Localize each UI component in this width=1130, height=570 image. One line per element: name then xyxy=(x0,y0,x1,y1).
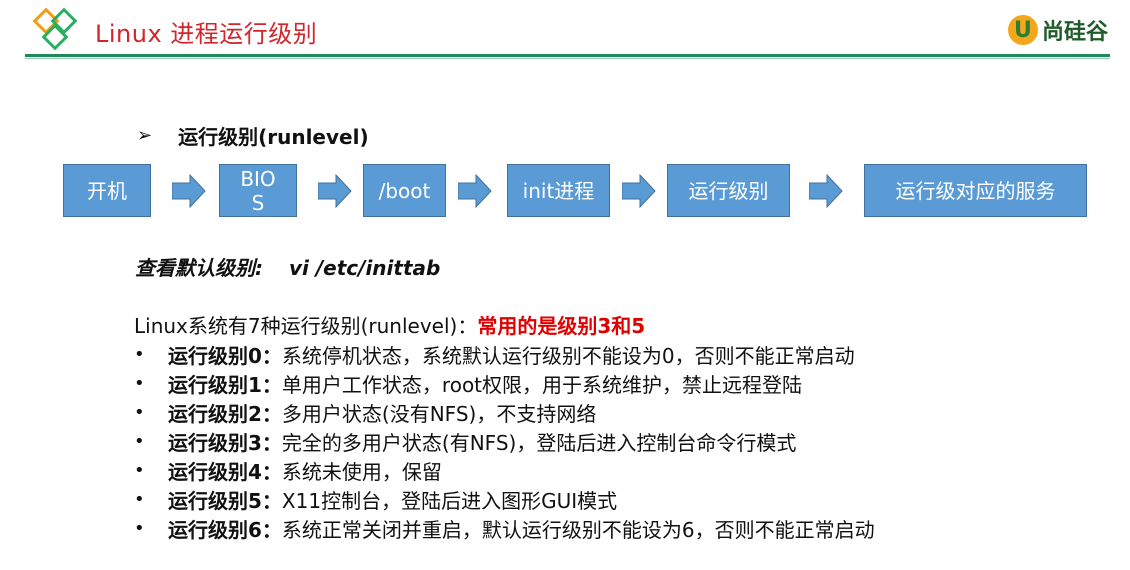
list-item: • 运行级别4：系统未使用，保留 xyxy=(134,456,875,485)
intro-text: Linux系统有7种运行级别(runlevel)： xyxy=(134,314,478,338)
view-default-label: 查看默认级别: xyxy=(135,256,263,280)
flow-step-boot-on: 开机 xyxy=(63,164,151,217)
level-desc: 系统未使用，保留 xyxy=(281,460,442,484)
brand-logo: U 尚硅谷 xyxy=(1007,14,1108,46)
flow-step-label: 运行级对应的服务 xyxy=(895,178,1056,203)
level-label: 运行级别5： xyxy=(168,489,282,513)
level-label: 运行级别2： xyxy=(168,402,282,426)
level-label: 运行级别0： xyxy=(168,344,282,368)
level-desc: 系统正常关闭并重启，默认运行级别不能设为6，否则不能正常启动 xyxy=(281,518,875,542)
intro-highlight: 常用的是级别3和5 xyxy=(477,314,646,338)
runlevel-intro: Linux系统有7种运行级别(runlevel)：常用的是级别3和5 xyxy=(134,310,645,339)
flow-step-init: init进程 xyxy=(507,164,610,217)
brand-mark-icon: U xyxy=(1007,15,1038,45)
flow-step-boot-dir: /boot xyxy=(363,164,446,217)
logo-diamonds-icon xyxy=(32,7,78,51)
bullet-icon: • xyxy=(134,373,145,394)
list-item: • 运行级别2：多用户状态(没有NFS)，不支持网络 xyxy=(134,398,875,427)
heading-bullet-icon: ➢ xyxy=(137,125,153,146)
flow-step-label: BIO S xyxy=(240,166,276,215)
bullet-icon: • xyxy=(134,489,145,510)
flow-step-label: 运行级别 xyxy=(688,178,769,203)
flow-arrow-icon xyxy=(172,174,206,208)
flow-arrow-icon xyxy=(318,174,352,208)
list-item: • 运行级别0：系统停机状态，系统默认运行级别不能设为0，否则不能正常启动 xyxy=(134,340,875,369)
level-desc: 多用户状态(没有NFS)，不支持网络 xyxy=(281,402,597,426)
flow-step-label: init进程 xyxy=(522,178,595,203)
level-label: 运行级别6： xyxy=(168,518,282,542)
level-label: 运行级别1： xyxy=(168,373,282,397)
level-desc: 系统停机状态，系统默认运行级别不能设为0，否则不能正常启动 xyxy=(281,344,855,368)
flow-arrow-icon xyxy=(809,174,843,208)
list-item: • 运行级别3：完全的多用户状态(有NFS)，登陆后进入控制台命令行模式 xyxy=(134,427,875,456)
bullet-icon: • xyxy=(134,431,145,452)
bullet-icon: • xyxy=(134,460,145,481)
bullet-icon: • xyxy=(134,344,145,365)
header-divider xyxy=(25,54,1110,57)
view-default-command: vi /etc/inittab xyxy=(289,256,441,280)
page-title: Linux 进程运行级别 xyxy=(95,20,318,48)
runlevel-list: • 运行级别0：系统停机状态，系统默认运行级别不能设为0，否则不能正常启动 • 运行… xyxy=(134,340,875,543)
level-desc: 单用户工作状态，root权限，用于系统维护，禁止远程登陆 xyxy=(281,373,803,397)
list-item: • 运行级别5：X11控制台，登陆后进入图形GUI模式 xyxy=(134,485,875,514)
flow-arrow-icon xyxy=(458,174,492,208)
flow-step-services: 运行级对应的服务 xyxy=(864,164,1087,217)
heading-text: 运行级别(runlevel) xyxy=(178,125,369,149)
bullet-icon: • xyxy=(134,518,145,539)
header-divider-thin xyxy=(25,58,1110,59)
level-desc: X11控制台，登陆后进入图形GUI模式 xyxy=(281,489,618,513)
bullet-icon: • xyxy=(134,402,145,423)
flow-step-label: /boot xyxy=(378,178,431,203)
level-desc: 完全的多用户状态(有NFS)，登陆后进入控制台命令行模式 xyxy=(281,431,797,455)
section-heading: ➢ 运行级别(runlevel) xyxy=(137,121,369,150)
list-item: • 运行级别6：系统正常关闭并重启，默认运行级别不能设为6，否则不能正常启动 xyxy=(134,514,875,543)
flow-step-bios: BIO S xyxy=(219,164,297,217)
brand-text: 尚硅谷 xyxy=(1041,20,1108,45)
flow-arrow-icon xyxy=(622,174,656,208)
view-default-line: 查看默认级别: vi /etc/inittab xyxy=(135,252,440,281)
flow-step-label: 开机 xyxy=(87,178,127,203)
level-label: 运行级别3： xyxy=(168,431,282,455)
list-item: • 运行级别1：单用户工作状态，root权限，用于系统维护，禁止远程登陆 xyxy=(134,369,875,398)
flow-step-runlevel: 运行级别 xyxy=(667,164,790,217)
level-label: 运行级别4： xyxy=(168,460,282,484)
